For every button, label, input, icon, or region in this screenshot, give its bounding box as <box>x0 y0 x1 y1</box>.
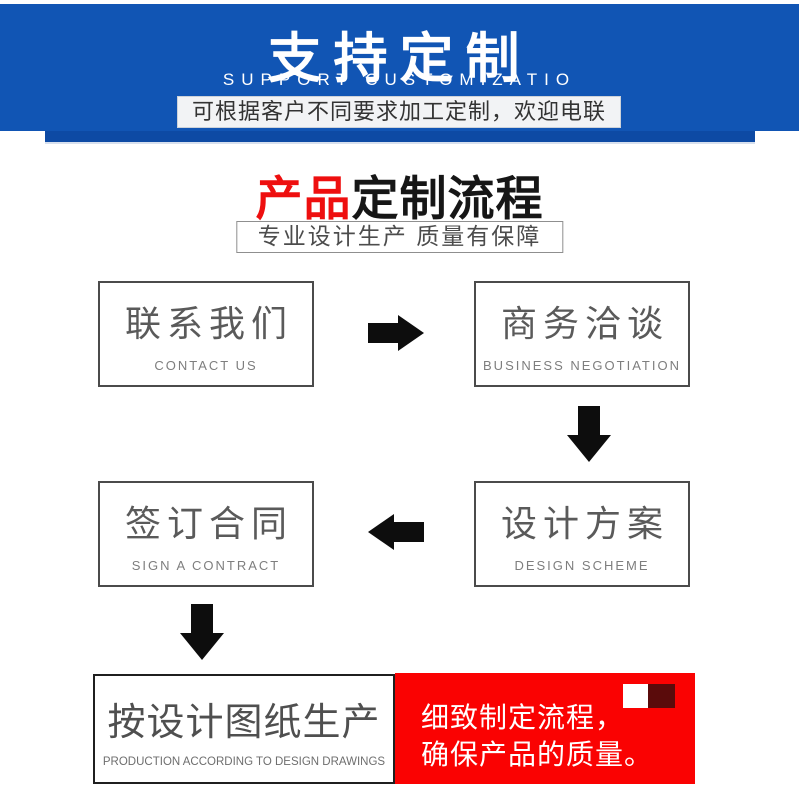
step-production-label-zh: 按设计图纸生产 <box>107 701 381 744</box>
page-title-dark: 定制流程 <box>351 172 544 225</box>
callout-box: 细致制定流程， 确保产品的质量。 <box>395 673 695 784</box>
step-contact-label-zh: 联系我们 <box>124 303 293 344</box>
arrow-down-icon-2 <box>180 604 224 660</box>
arrow-right-icon <box>368 315 424 351</box>
banner-accent-bar <box>45 131 755 142</box>
page-title-red: 产品 <box>255 172 352 225</box>
banner-subtitle: SUPPORT CUSTOMIZATIO <box>222 70 577 89</box>
page-title: 产品定制流程 <box>0 160 799 229</box>
top-banner: 支持定制 SUPPORT CUSTOMIZATIO 可根据客户不同要求加工定制，… <box>0 4 799 131</box>
step-box-negotiation: 商务洽谈 BUSINESS NEGOTIATION <box>474 281 690 387</box>
callout-line1: 细致制定流程， <box>421 702 625 733</box>
step-negotiation-label-en: BUSINESS NEGOTIATION <box>483 358 681 373</box>
banner-accent-bar-shadow <box>45 142 755 144</box>
step-contact-label-en: CONTACT US <box>154 358 258 373</box>
step-box-production: 按设计图纸生产 PRODUCTION ACCORDING TO DESIGN D… <box>93 674 395 784</box>
arrow-left-tail <box>394 522 424 542</box>
banner-note: 可根据客户不同要求加工定制，欢迎电联 <box>177 96 621 128</box>
arrow-down-icon <box>567 406 611 462</box>
arrow-down-2-head <box>180 633 224 660</box>
tagline-box: 专业设计生产 质量有保障 <box>235 221 564 253</box>
arrow-left-head <box>368 514 394 550</box>
step-contract-label-en: SIGN A CONTRACT <box>131 558 281 573</box>
callout-dark-square-icon <box>648 684 675 708</box>
step-box-design: 设计方案 DESIGN SCHEME <box>474 481 690 587</box>
callout-white-square-icon <box>623 684 648 708</box>
arrow-right-tail <box>368 323 398 343</box>
step-design-label-zh: 设计方案 <box>500 503 669 544</box>
banner-title: 支持定制 <box>267 29 532 89</box>
arrow-down-head <box>567 435 611 462</box>
step-box-contract: 签订合同 SIGN A CONTRACT <box>98 481 314 587</box>
arrow-down-2-tail <box>191 604 213 633</box>
step-negotiation-label-zh: 商务洽谈 <box>500 303 669 344</box>
arrow-down-tail <box>578 406 600 435</box>
arrow-left-icon <box>368 514 424 550</box>
step-box-contact: 联系我们 CONTACT US <box>98 281 314 387</box>
callout-line2: 确保产品的质量。 <box>421 739 654 770</box>
arrow-right-head <box>398 315 424 351</box>
step-production-label-en: PRODUCTION ACCORDING TO DESIGN DRAWINGS <box>102 755 386 768</box>
step-design-label-en: DESIGN SCHEME <box>514 558 650 573</box>
step-contract-label-zh: 签订合同 <box>124 503 293 544</box>
